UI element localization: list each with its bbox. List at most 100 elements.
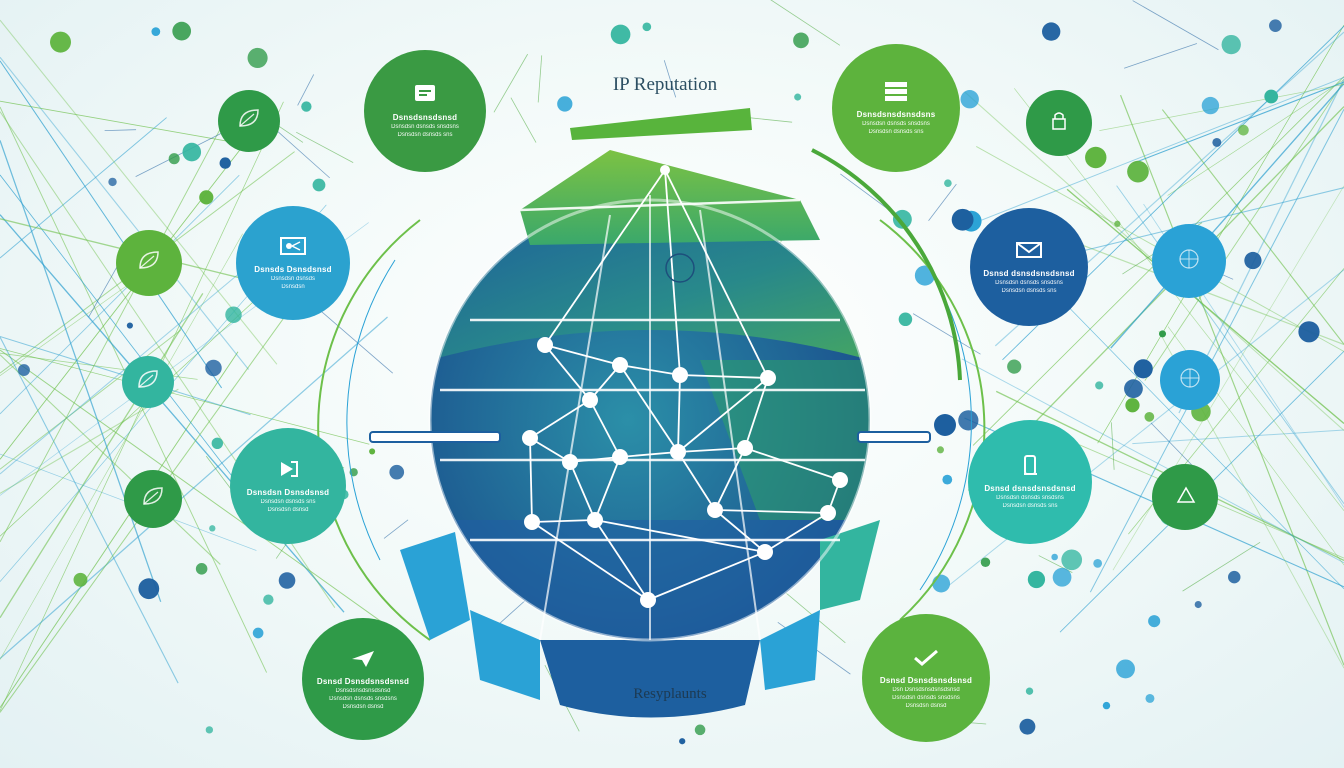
scatter-dot	[151, 27, 161, 36]
network-node	[524, 514, 540, 530]
network-edge	[677, 451, 716, 511]
scatter-dot	[1116, 659, 1135, 679]
server-icon	[881, 80, 911, 102]
scatter-dot	[1148, 615, 1161, 628]
scatter-dot	[694, 724, 706, 736]
background-line	[1144, 80, 1344, 381]
background-line	[0, 348, 370, 445]
scatter-dot	[951, 208, 974, 231]
small-circle-s2	[116, 230, 182, 296]
scatter-dot	[980, 557, 991, 568]
document-icon	[410, 83, 440, 105]
background-line	[1182, 541, 1261, 592]
background-line	[0, 117, 167, 259]
scatter-dot	[1244, 251, 1262, 270]
scatter-dot	[1212, 137, 1222, 147]
background-line	[0, 140, 162, 603]
background-line	[1112, 185, 1344, 571]
scatter-dot	[168, 153, 180, 165]
background-line	[104, 129, 137, 132]
bubble-text-line: Dsnsdsn dsnsds snsdsns	[996, 495, 1064, 501]
leaf-icon	[138, 482, 168, 517]
network-edge	[544, 344, 591, 401]
scatter-dot	[1027, 570, 1046, 589]
background-line	[1099, 83, 1344, 132]
bubble-text-line: Dsnsdsn dsnsds snsdsns	[391, 124, 459, 130]
scatter-dot	[263, 594, 274, 605]
scatter-dot	[1145, 693, 1155, 703]
scatter-dot	[1019, 718, 1036, 735]
scatter-dot	[1127, 160, 1149, 183]
tag-icon	[1170, 480, 1200, 515]
scatter-dot	[642, 22, 652, 32]
phone-icon	[1015, 454, 1045, 476]
background-line	[0, 233, 243, 660]
network-edge	[647, 551, 766, 601]
scatter-dot	[1025, 687, 1034, 695]
scatter-dot	[1102, 701, 1111, 710]
bubble-title: Dsnsd Dsnsdsnsdsnsd	[316, 677, 410, 686]
scatter-dot	[172, 21, 192, 41]
background-line	[537, 55, 543, 103]
network-edge	[679, 374, 769, 379]
scatter-dot	[557, 96, 573, 112]
bubble-text-line: Dsnsdsn dsnsd	[267, 507, 309, 513]
scatter-dot	[108, 177, 117, 187]
network-node	[660, 165, 670, 175]
leaf-icon	[234, 104, 264, 139]
network-edge	[529, 437, 533, 523]
background-line	[961, 76, 1344, 229]
network-edge	[594, 456, 621, 521]
scatter-dot	[942, 474, 953, 485]
background-line	[135, 131, 224, 177]
network-node	[760, 370, 776, 386]
scatter-dot	[1114, 220, 1121, 227]
network-node	[670, 444, 686, 460]
background-line	[314, 305, 394, 374]
network-edge	[619, 451, 679, 458]
bubble-text-line: Dsn Dsnsdsnsdsnsdsnsd	[892, 687, 960, 693]
network-edge	[619, 364, 681, 376]
network-node	[707, 502, 723, 518]
network-edge	[529, 399, 591, 439]
scatter-dot	[793, 32, 809, 49]
scatter-dot	[1221, 34, 1241, 55]
bubble-title: Dsnsd dsnsdsnsdsnsd	[983, 269, 1075, 278]
scatter-dot	[205, 359, 222, 377]
small-circle-s4	[124, 470, 182, 528]
bubble-text-line: Dsnsdsn dsnsds sns	[397, 132, 453, 138]
scatter-dot	[252, 627, 264, 639]
scatter-dot	[1125, 398, 1140, 413]
check-icon	[911, 646, 941, 668]
scatter-dot	[1144, 411, 1155, 422]
node-network	[522, 165, 848, 608]
bubble-title: Dsnsdsnsdsnsdsns	[856, 110, 936, 119]
bubble-title: Dsnsdsnsdsnsd	[392, 113, 458, 122]
small-circle-s7	[1160, 350, 1220, 410]
network-node	[612, 357, 628, 373]
scatter-dot	[1133, 359, 1153, 379]
scatter-dot	[301, 101, 312, 112]
background-line	[493, 53, 528, 113]
scatter-dot	[610, 24, 631, 45]
small-circle-s6	[1152, 224, 1226, 298]
background-line	[0, 214, 345, 613]
scatter-dot	[73, 572, 88, 587]
scatter-dot	[138, 578, 160, 600]
network-edge	[714, 509, 829, 514]
network-edge	[531, 519, 596, 523]
network-edge	[764, 512, 829, 553]
background-line	[1110, 83, 1344, 349]
globe-icon	[1175, 363, 1205, 398]
scatter-dot	[1051, 553, 1058, 561]
bubble-text-line: Dsnsdsn dsnsds snsdsns	[995, 280, 1063, 286]
scatter-dot	[219, 157, 231, 169]
scatter-dot	[369, 448, 376, 455]
bubble-text-line: Dsnsdsn dsnsds snsdsns	[892, 695, 960, 701]
small-circle-s3	[122, 356, 174, 408]
